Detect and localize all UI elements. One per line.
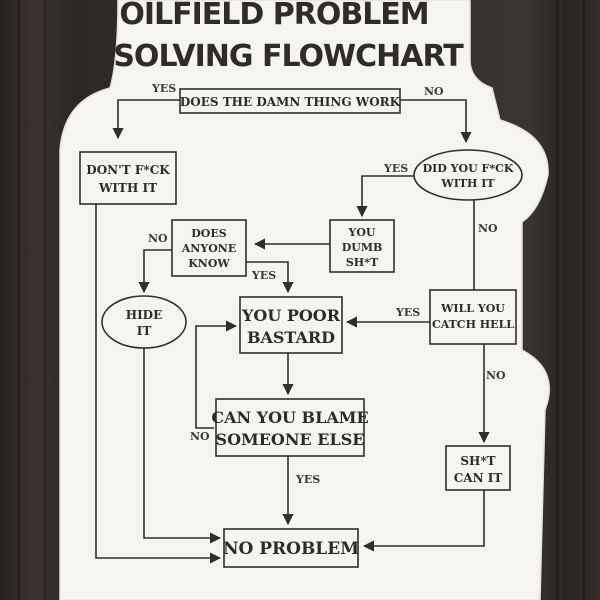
node-catch-hell-line2: CATCH HELL [432, 318, 514, 331]
label-did-no: NO [478, 222, 498, 235]
node-does-it-work-text: DOES THE DAMN THING WORK [180, 95, 401, 109]
label-work-yes: YES [151, 82, 176, 95]
node-dont-f: DON'T F*CK WITH IT [79, 151, 177, 205]
node-know-line1: DOES [191, 227, 227, 240]
node-you-dumb-line3: SH*T [346, 256, 379, 269]
edge-did-yes [356, 175, 414, 218]
node-you-dumb-line2: DUMB [342, 241, 383, 254]
node-does-it-work: DOES THE DAMN THING WORK [179, 88, 401, 114]
node-no-problem-text: NO PROBLEM [223, 539, 359, 559]
edge-shcan-noproblem [362, 490, 485, 552]
node-dont-f-line1: DON'T F*CK [86, 163, 170, 177]
node-blame: CAN YOU BLAME SOMEONE ELSE [211, 398, 369, 457]
wood-grain-line [583, 0, 585, 600]
edge-know-yes [246, 261, 294, 294]
node-does-anyone-know: DOES ANYONE KNOW [171, 219, 247, 277]
node-you-poor: YOU POOR BASTARD [239, 296, 343, 354]
node-blame-line2: SOMEONE ELSE [216, 430, 365, 449]
node-catch-hell: WILL YOU CATCH HELL [429, 289, 517, 345]
label-know-yes: YES [251, 269, 276, 282]
label-know-no: NO [148, 232, 168, 245]
node-sh-can-line2: CAN IT [454, 471, 503, 485]
edge-know-no [138, 249, 172, 294]
node-sh-can: SH*T CAN IT [445, 445, 511, 491]
node-you-poor-line2: BASTARD [247, 328, 335, 347]
node-you-dumb: YOU DUMB SH*T [329, 219, 395, 273]
wood-grain-line [44, 0, 46, 600]
wood-grain-line [556, 0, 558, 600]
node-you-poor-line1: YOU POOR [241, 306, 341, 325]
node-hide-it-line2: IT [137, 324, 152, 338]
edge-hide-noproblem [143, 348, 222, 544]
title-line-2: SOLVING FLOWCHART [113, 39, 464, 74]
title-line-1: OILFIELD PROBLEM [119, 0, 428, 32]
node-you-dumb-line1: YOU [347, 226, 375, 239]
label-blame-yes: YES [295, 473, 320, 486]
node-catch-hell-line1: WILL YOU [440, 302, 505, 315]
label-hell-yes: YES [395, 306, 420, 319]
node-know-line2: ANYONE [181, 242, 236, 255]
edge-dont-noproblem [95, 204, 222, 564]
edge-blame-no [195, 320, 238, 429]
node-dont-f-line2: WITH IT [98, 181, 157, 195]
node-blame-line1: CAN YOU BLAME [211, 408, 368, 427]
node-did-you-f-line2: WITH IT [440, 177, 495, 190]
node-no-problem: NO PROBLEM [223, 528, 359, 568]
node-did-you-f-line1: DID YOU F*CK [423, 162, 514, 175]
edge-work-yes [112, 99, 180, 140]
node-hide-it: HIDE IT [101, 295, 187, 349]
wood-grain-line [18, 0, 20, 600]
node-know-line3: KNOW [188, 257, 230, 270]
node-did-you-f: DID YOU F*CK WITH IT [413, 149, 523, 201]
label-work-no: NO [424, 85, 444, 98]
label-blame-no: NO [190, 430, 210, 443]
label-hell-no: NO [486, 369, 506, 382]
node-hide-it-line1: HIDE [126, 308, 163, 322]
label-did-yes: YES [383, 162, 408, 175]
edge-work-no [400, 99, 472, 144]
node-sh-can-line1: SH*T [460, 454, 495, 468]
